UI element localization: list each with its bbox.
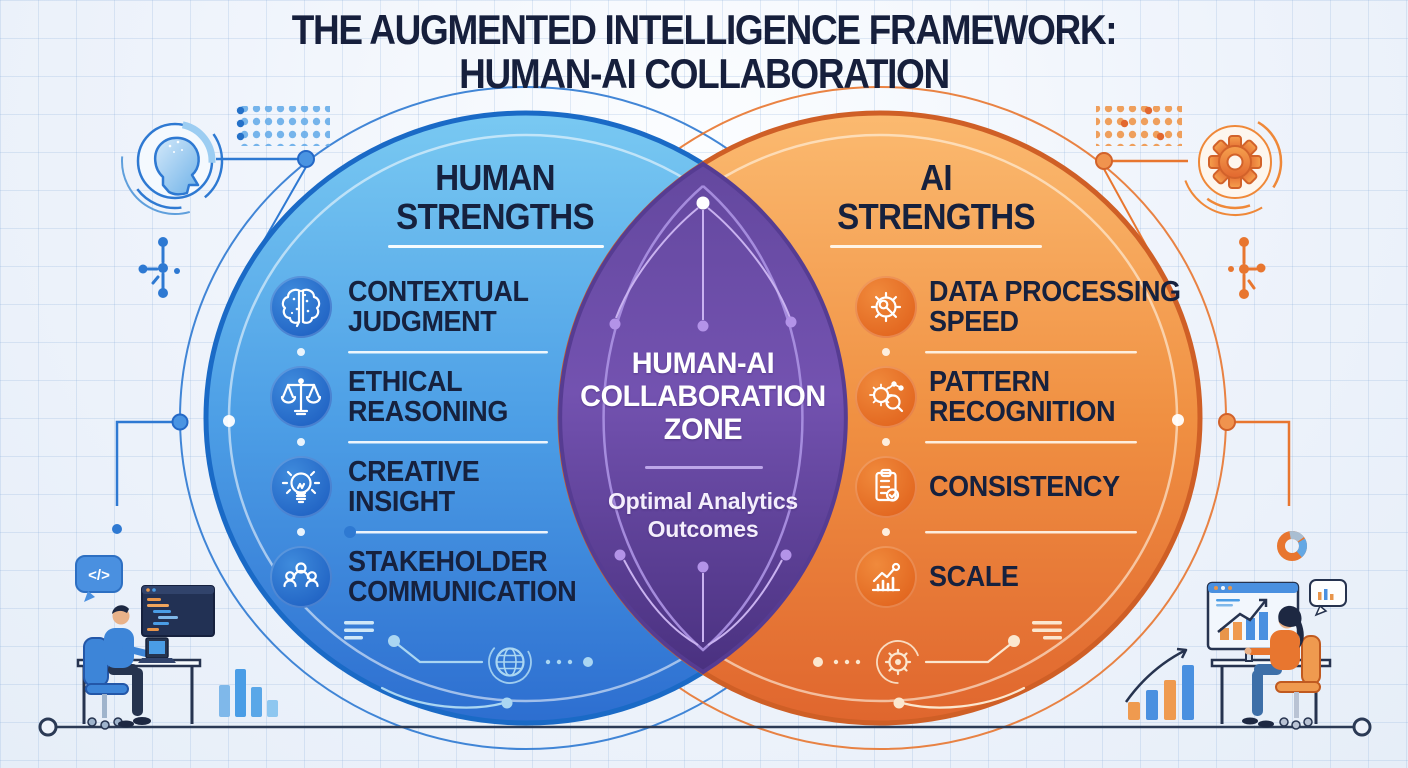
zone-subtitle-line1: Optimal Analytics bbox=[607, 488, 799, 514]
ring-node-left bbox=[171, 413, 189, 431]
zone-subtitle: Optimal Analytics Outcomes bbox=[553, 487, 853, 543]
page-title-line1: THE AUGMENTED INTELLIGENCE FRAMEWORK: bbox=[291, 6, 1118, 53]
ai-heading-line2: STRENGTHS bbox=[837, 196, 1035, 237]
mini-bar-chart-left bbox=[219, 669, 278, 717]
brain-icon bbox=[270, 276, 332, 338]
laptop bbox=[138, 637, 176, 663]
small-gear-icon bbox=[876, 640, 920, 684]
zone-title-line1: HUMAN-AI bbox=[631, 347, 775, 380]
network-node-icon-left bbox=[138, 237, 180, 298]
gear-magnifier-icon bbox=[855, 366, 917, 428]
svg-text:</>: </> bbox=[88, 567, 110, 584]
code-bubble: </> bbox=[75, 555, 123, 602]
human-strengths-heading: HUMAN STRENGTHS bbox=[357, 158, 633, 236]
growth-chart-icon bbox=[855, 546, 917, 608]
collaboration-zone-lens bbox=[558, 161, 848, 675]
baseline-node-right bbox=[1352, 717, 1372, 737]
blue-circuit-decoration bbox=[344, 621, 593, 709]
donut-chart-icon bbox=[1277, 531, 1307, 561]
network-node-icon-right bbox=[1228, 237, 1266, 299]
inner-ring-dot-right bbox=[1172, 414, 1184, 426]
lightbulb-icon bbox=[270, 456, 332, 518]
gear-emblem-icon bbox=[1181, 108, 1289, 216]
left-analyst-illustration: </> bbox=[75, 526, 356, 730]
right-analyst-illustration bbox=[1124, 531, 1347, 730]
connector-node-right bbox=[1095, 152, 1113, 170]
baseline-node-left bbox=[38, 717, 58, 737]
list-separators bbox=[297, 245, 1137, 536]
page-title: THE AUGMENTED INTELLIGENCE FRAMEWORK: HU… bbox=[84, 8, 1323, 96]
lens-network-top bbox=[609, 196, 797, 332]
ai-item-scale: SCALE bbox=[855, 546, 1025, 608]
human-heading-line1: HUMAN bbox=[435, 157, 555, 198]
ai-strengths-heading: AI STRENGTHS bbox=[798, 158, 1074, 236]
connector-node-left bbox=[297, 150, 315, 168]
scales-icon bbox=[270, 366, 332, 428]
zone-title-line2: COLLABORATION bbox=[580, 380, 826, 413]
zone-divider bbox=[645, 466, 763, 469]
office-chair bbox=[1275, 635, 1321, 730]
dot-grid-left bbox=[236, 106, 330, 146]
inner-ring-dot-left bbox=[223, 415, 235, 427]
globe-icon bbox=[488, 640, 532, 684]
ai-heading-line1: AI bbox=[920, 157, 952, 198]
ring-node-right bbox=[1218, 413, 1236, 431]
growth-bars-with-arrow bbox=[1124, 647, 1194, 720]
code-window bbox=[141, 585, 215, 637]
collaboration-zone-title: HUMAN-AI COLLABORATION ZONE bbox=[559, 347, 847, 446]
zone-subtitle-line2: Outcomes bbox=[647, 516, 759, 542]
gear-wrench-icon bbox=[855, 276, 917, 338]
item-label: SCALE bbox=[929, 561, 1019, 593]
human-heading-line2: STRENGTHS bbox=[396, 196, 594, 237]
dot-grid-right bbox=[1096, 106, 1182, 146]
people-icon bbox=[270, 546, 332, 608]
item-label: CONSISTENCY bbox=[929, 471, 1120, 503]
orange-circuit-decoration bbox=[813, 621, 1062, 709]
clipboard-check-icon bbox=[855, 456, 917, 518]
blue-accent-dot bbox=[344, 526, 356, 538]
person-female bbox=[1242, 605, 1304, 728]
zone-title-line3: ZONE bbox=[663, 413, 743, 446]
page-title-line2: HUMAN-AI COLLABORATION bbox=[459, 50, 950, 97]
person-male bbox=[104, 605, 155, 728]
human-head-icon bbox=[121, 107, 229, 215]
lens-network-bottom bbox=[614, 549, 792, 646]
ai-item-consistency: CONSISTENCY bbox=[855, 456, 1134, 518]
office-chair bbox=[83, 637, 129, 730]
chart-bubble bbox=[1309, 579, 1347, 617]
